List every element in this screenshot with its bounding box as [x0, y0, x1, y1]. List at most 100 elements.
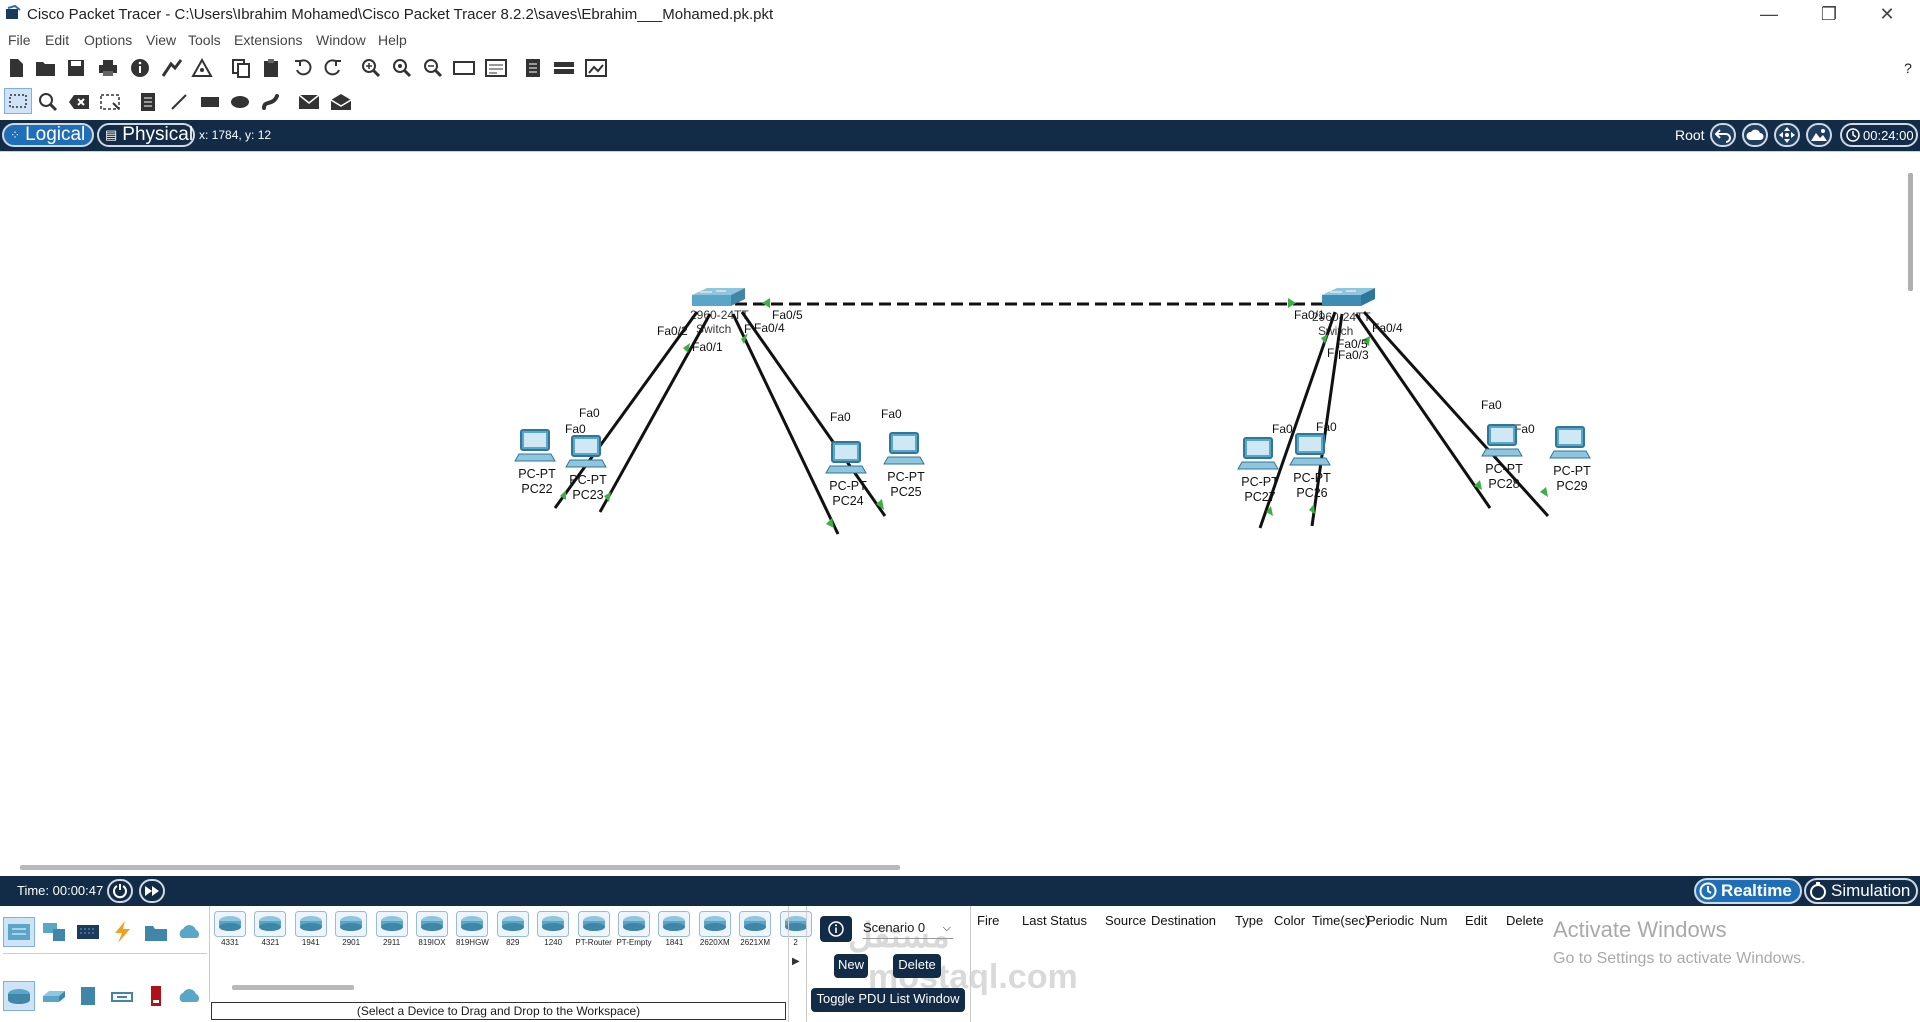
pdu-column-header[interactable]: Source [1105, 913, 1147, 928]
place-note-icon[interactable] [136, 90, 160, 114]
notes-icon[interactable] [521, 56, 545, 80]
cable-switch1-pc23[interactable] [598, 313, 712, 513]
draw-line-icon[interactable] [167, 90, 191, 114]
zoom-reset-icon[interactable] [390, 56, 414, 80]
custom-devices-dialog-icon[interactable] [484, 56, 508, 80]
device-model-tile[interactable]: 4321 [253, 911, 287, 949]
draw-rectangle-icon[interactable] [198, 90, 222, 114]
menu-help[interactable]: Help [378, 32, 407, 48]
device-model-tile[interactable]: 2911 [375, 911, 409, 949]
help-icon[interactable]: ? [1904, 60, 1912, 76]
device-model-tile[interactable]: 819IOX [415, 911, 449, 949]
save-icon[interactable] [64, 56, 88, 80]
device-model-tile[interactable]: 1240 [536, 911, 570, 949]
menu-edit[interactable]: Edit [45, 32, 70, 48]
horizontal-scrollbar[interactable] [20, 865, 900, 870]
clock-viewport[interactable]: 00:24:00 [1840, 123, 1918, 147]
new-file-icon[interactable] [4, 56, 28, 80]
tab-physical[interactable]: ▤ Physical [97, 123, 195, 147]
models-scrollbar[interactable] [232, 985, 354, 990]
cable-switch1-pc24[interactable] [731, 313, 840, 535]
menu-view[interactable]: View [146, 32, 177, 48]
cable-switch1-pc22[interactable] [553, 311, 699, 509]
activity-wizard-icon[interactable] [160, 56, 184, 80]
undo-icon[interactable] [291, 56, 315, 80]
menu-options[interactable]: Options [84, 32, 133, 48]
select-tool-icon[interactable] [4, 88, 32, 114]
close-button[interactable]: ✕ [1879, 4, 1895, 24]
menu-file[interactable]: File [8, 32, 31, 48]
pdu-column-header[interactable]: Time(sec) [1312, 913, 1370, 928]
switches-subcategory-icon[interactable] [38, 981, 70, 1011]
miscellaneous-category-icon[interactable] [140, 917, 172, 947]
drawing-palette-icon[interactable] [452, 56, 476, 80]
wireless-devices-subcategory-icon[interactable] [106, 981, 138, 1011]
copy-icon[interactable] [229, 56, 253, 80]
pdu-column-header[interactable]: Periodic [1367, 913, 1414, 928]
cable-switch2-pc27[interactable] [1258, 311, 1337, 529]
switch-1[interactable] [692, 288, 745, 306]
fast-forward-icon[interactable] [139, 879, 165, 903]
restore-button[interactable]: ❐ [1820, 4, 1838, 24]
pdu-column-header[interactable]: Num [1420, 913, 1448, 928]
new-cluster-icon[interactable] [1742, 123, 1768, 147]
pdu-column-header[interactable]: Destination [1151, 913, 1217, 928]
back-icon[interactable] [1710, 123, 1736, 147]
power-cycle-devices-icon[interactable] [107, 879, 133, 903]
device-model-tile[interactable]: 2 [779, 911, 813, 949]
device-model-tile[interactable]: 1841 [657, 911, 691, 949]
multiuser-category-icon[interactable] [174, 917, 206, 947]
cable-switch2-pc26[interactable] [1310, 313, 1344, 527]
device-model-tile[interactable]: PT-Empty [616, 911, 652, 949]
pdu-column-header[interactable]: Delete [1506, 913, 1544, 928]
info-icon[interactable] [128, 56, 152, 80]
minimize-button[interactable]: — [1760, 4, 1778, 24]
zoom-in-icon[interactable] [359, 56, 383, 80]
pdu-column-header[interactable]: Color [1274, 913, 1306, 928]
device-model-tile[interactable]: 819HGW [455, 911, 489, 949]
device-model-tile[interactable]: 2620XM [698, 911, 732, 949]
inspect-icon[interactable] [36, 90, 60, 114]
network-devices-category-icon[interactable] [3, 917, 35, 947]
freeform-icon[interactable] [259, 90, 283, 114]
delete-scenario-button[interactable]: Delete [893, 954, 941, 978]
security-subcategory-icon[interactable] [140, 981, 172, 1011]
menu-tools[interactable]: Tools [188, 32, 221, 48]
vertical-scrollbar[interactable] [1908, 173, 1913, 291]
set-tiled-background-icon[interactable] [1806, 123, 1832, 147]
switch-2[interactable] [1322, 288, 1375, 306]
device-model-tile[interactable]: 2901 [334, 911, 368, 949]
device-model-tile[interactable]: 4331 [213, 911, 247, 949]
print-icon[interactable] [96, 56, 120, 80]
move-object-icon[interactable] [1774, 123, 1800, 147]
device-model-tile[interactable]: 1941 [294, 911, 328, 949]
device-template-icon[interactable] [552, 56, 576, 80]
components-category-icon[interactable] [72, 917, 104, 947]
open-folder-icon[interactable] [34, 56, 58, 80]
zoom-out-icon[interactable] [421, 56, 445, 80]
realtime-mode-button[interactable]: Realtime [1694, 878, 1802, 904]
cable-switch2-pc28[interactable] [1354, 313, 1492, 509]
add-complex-pdu-icon[interactable] [329, 90, 353, 114]
pdu-column-header[interactable]: Type [1235, 913, 1264, 928]
routers-subcategory-icon[interactable] [3, 981, 35, 1011]
menu-window[interactable]: Window [316, 32, 366, 48]
wan-emulation-subcategory-icon[interactable] [174, 981, 206, 1011]
network-information-icon[interactable] [190, 56, 214, 80]
cable-switch1-pc25[interactable] [740, 311, 887, 517]
pdu-column-header[interactable]: Last Status [1022, 913, 1088, 928]
device-model-tile[interactable]: 829 [496, 911, 530, 949]
resize-shape-icon[interactable] [98, 90, 122, 114]
cable-switch2-pc29[interactable] [1362, 310, 1550, 518]
draw-ellipse-icon[interactable] [228, 90, 252, 114]
hubs-subcategory-icon[interactable] [72, 981, 104, 1011]
connections-category-icon[interactable] [106, 917, 138, 947]
add-simple-pdu-icon[interactable] [297, 90, 321, 114]
